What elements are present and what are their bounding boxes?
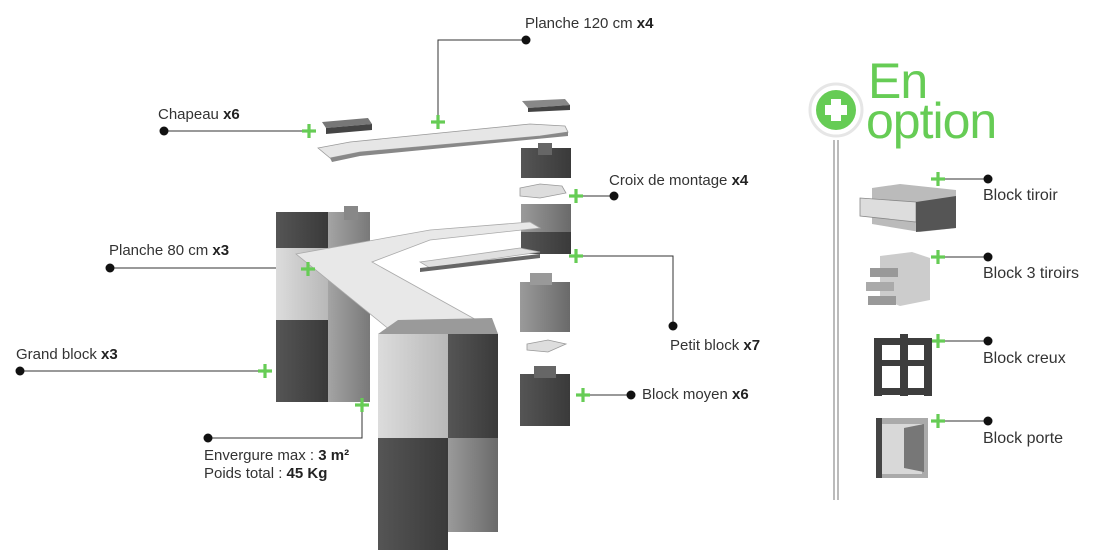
spec-envergure-label: Envergure max : <box>204 447 319 464</box>
option-item-block-3-tiroirs: Block 3 tiroirs <box>983 265 1080 282</box>
label-planche-120: Planche 120 cm x4 <box>525 15 653 33</box>
label-qty: x6 <box>732 386 749 403</box>
planche-80-top <box>295 221 542 331</box>
label-qty: x6 <box>223 106 240 123</box>
option-item-block-creux: Block creux <box>983 350 1066 367</box>
label-qty: x3 <box>212 242 230 259</box>
option-title-line1: En <box>868 53 928 109</box>
leader-dots <box>15 35 993 443</box>
label-text: Planche 120 cm <box>525 15 637 32</box>
label-text: Planche 80 cm <box>109 242 213 259</box>
spec-poids-value: 45 Kg <box>286 465 328 482</box>
block-3-tiroirs-thumb <box>866 252 930 306</box>
planche-120-piece <box>317 123 569 162</box>
label-qty: x4 <box>731 172 749 189</box>
label-text: Block moyen <box>642 386 733 403</box>
leader-lines <box>20 39 988 439</box>
label-text: Petit block <box>670 337 744 354</box>
specs-block: Envergure max : 3 m² Poids total : 45 Kg <box>204 447 349 483</box>
block-creux-thumb <box>874 334 932 396</box>
plus-markers <box>258 115 945 428</box>
spec-poids-label: Poids total : <box>204 465 287 482</box>
spec-poids: Poids total : 45 Kg <box>204 465 349 483</box>
chapeau-piece <box>322 118 372 134</box>
label-planche-80: Planche 80 cm x3 <box>109 242 229 260</box>
spec-envergure-value: 3 m² <box>318 447 350 464</box>
label-chapeau: Chapeau x6 <box>158 106 240 124</box>
petit-block-top <box>521 143 571 178</box>
option-title-line2: option <box>866 93 997 149</box>
option-divider <box>833 140 839 500</box>
option-item-block-porte: Block porte <box>983 430 1064 447</box>
option-badge-icon <box>808 82 864 138</box>
grand-block-front <box>378 318 498 550</box>
label-petit-block: Petit block x7 <box>670 337 760 355</box>
label-qty: x7 <box>743 337 761 354</box>
label-text: Chapeau <box>158 106 224 123</box>
label-grand-block: Grand block x3 <box>16 346 118 364</box>
label-croix-de-montage: Croix de montage x4 <box>609 172 748 190</box>
block-column-right <box>520 204 571 426</box>
grand-block-left <box>276 206 370 402</box>
label-text: Croix de montage <box>609 172 732 189</box>
chapeau-top-right <box>522 99 570 112</box>
label-qty: x4 <box>636 15 654 32</box>
block-tiroir-thumb <box>859 184 956 232</box>
label-text: Grand block <box>16 346 102 363</box>
option-item-block-tiroir: Block tiroir <box>983 187 1058 204</box>
block-porte-thumb <box>876 418 928 478</box>
croix-piece <box>519 183 567 199</box>
label-block-moyen: Block moyen x6 <box>642 386 749 404</box>
label-qty: x3 <box>101 346 118 363</box>
spec-envergure: Envergure max : 3 m² <box>204 447 349 465</box>
